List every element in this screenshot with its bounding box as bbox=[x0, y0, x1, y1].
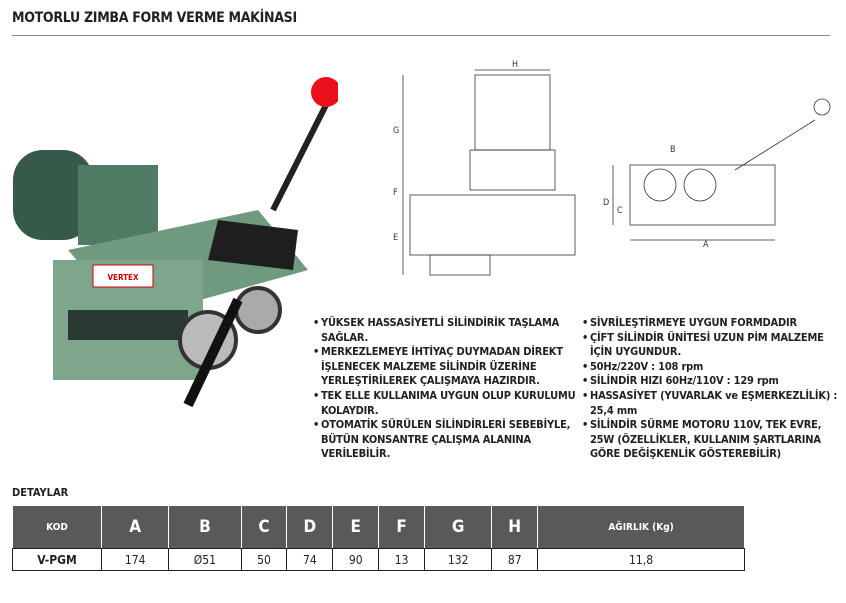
feature-item: OTOMATİK SÜRÜLEN SİLİNDİRLERİ SEBEBİYLE,… bbox=[313, 418, 578, 462]
page-title: MOTORLU ZIMBA FORM VERME MAKİNASI bbox=[12, 10, 297, 26]
cell-e: 90 bbox=[332, 548, 380, 571]
title-divider bbox=[12, 35, 830, 36]
feature-item: ÇİFT SİLİNDİR ÜNİTESİ UZUN PİM MALZEME İ… bbox=[582, 331, 842, 360]
col-header-e: E bbox=[332, 505, 380, 549]
cell-h: 87 bbox=[491, 548, 539, 571]
col-header-c: C bbox=[240, 505, 288, 549]
cell-g: 132 bbox=[424, 548, 493, 571]
col-header-a: A bbox=[100, 505, 170, 549]
feature-item: SİLİNDİR HIZI 60Hz/110V : 129 rpm bbox=[582, 374, 842, 389]
col-header-kod: KOD bbox=[12, 505, 102, 549]
cell-d: 74 bbox=[286, 548, 334, 571]
dimension-diagram: H G F E B D C A bbox=[393, 60, 831, 276]
machine-photo: VERTEX bbox=[13, 77, 338, 408]
cell-f: 13 bbox=[378, 548, 426, 571]
dim-label-h: H bbox=[512, 60, 518, 70]
feature-item: 50Hz/220V : 108 rpm bbox=[582, 360, 842, 375]
cell-c: 50 bbox=[240, 548, 288, 571]
details-table: KOD A B C D E F G H AĞIRLIK (Kg) V-PGM 1… bbox=[12, 505, 745, 571]
col-header-f: F bbox=[378, 505, 426, 549]
dim-label-c: C bbox=[617, 206, 623, 216]
cell-weight: 11,8 bbox=[537, 548, 745, 571]
col-header-h: H bbox=[491, 505, 539, 549]
col-header-b: B bbox=[168, 505, 242, 549]
feature-item: SİLİNDİR SÜRME MOTORU 110V, TEK EVRE, 25… bbox=[582, 418, 842, 462]
col-header-g: G bbox=[424, 505, 493, 549]
dim-label-f: F bbox=[393, 188, 398, 198]
feature-item: MERKEZLEMEYE İHTİYAÇ DUYMADAN DİREKT İŞL… bbox=[313, 345, 578, 389]
feature-item: TEK ELLE KULLANIMA UYGUN OLUP KURULUMU K… bbox=[313, 389, 578, 418]
dim-label-b: B bbox=[670, 145, 676, 155]
feature-list-right: SİVRİLEŞTİRMEYE UYGUN FORMDADIR ÇİFT SİL… bbox=[582, 316, 842, 462]
col-header-weight: AĞIRLIK (Kg) bbox=[537, 505, 745, 549]
col-header-d: D bbox=[286, 505, 334, 549]
feature-list-left: YÜKSEK HASSASİYETLİ SİLİNDİRİK TAŞLAMA S… bbox=[313, 316, 578, 462]
feature-item: YÜKSEK HASSASİYETLİ SİLİNDİRİK TAŞLAMA S… bbox=[313, 316, 578, 345]
dim-label-d: D bbox=[603, 198, 609, 208]
feature-item: HASSASİYET (YUVARLAK ve EŞMERKEZLİLİK) :… bbox=[582, 389, 842, 418]
cell-kod: V-PGM bbox=[12, 548, 102, 571]
table-header-row: KOD A B C D E F G H AĞIRLIK (Kg) bbox=[12, 505, 745, 549]
dim-label-g: G bbox=[393, 126, 399, 136]
dim-label-a: A bbox=[703, 240, 709, 250]
feature-item: SİVRİLEŞTİRMEYE UYGUN FORMDADIR bbox=[582, 316, 842, 331]
dim-label-e: E bbox=[393, 233, 398, 243]
cell-b: Ø51 bbox=[168, 548, 242, 571]
brand-label: VERTEX bbox=[107, 273, 139, 282]
details-heading: DETAYLAR bbox=[12, 486, 69, 499]
table-row: V-PGM 174 Ø51 50 74 90 13 132 87 11,8 bbox=[12, 548, 745, 571]
cell-a: 174 bbox=[100, 548, 170, 571]
